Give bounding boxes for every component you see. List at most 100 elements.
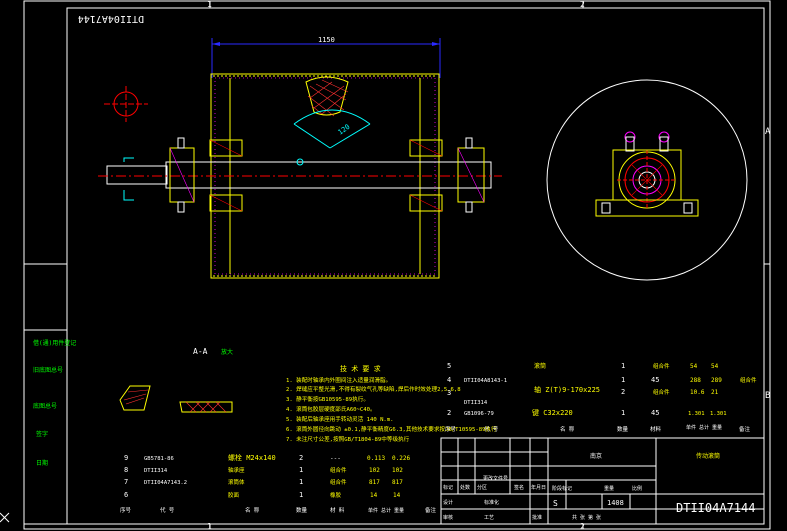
title-block-title: 传动滚筒 <box>696 452 720 460</box>
bom-cell: 橡胶 <box>330 491 342 499</box>
left-sidebar <box>24 329 67 525</box>
title-block-stage: 阶段标记 <box>552 485 572 492</box>
bom-cell: 组合件 <box>740 376 757 384</box>
zone-label-bottom-2: 2 <box>580 522 585 531</box>
bom-cell: 组合件 <box>330 478 347 486</box>
bom-cell: DTII314 <box>144 468 168 474</box>
bom-cell: GB1096-79 <box>464 411 494 417</box>
bom-cell: 胶面 <box>228 491 240 499</box>
bom-cell: 组合件 <box>653 362 670 370</box>
bom-header-cell: 数量 <box>617 425 629 433</box>
bom-cell: 45 <box>651 376 659 384</box>
bom-cell: 2 <box>447 409 451 417</box>
bom-cell: 3 <box>447 389 451 397</box>
bom-cell: 288 <box>690 377 701 384</box>
sidebar-label: 签字 <box>36 430 48 438</box>
inner-border <box>66 7 765 525</box>
bom-lower-rows: 9 GB5781-86 螺栓 M24x140 2 --- 0.113 0.226… <box>124 453 410 499</box>
zone-label-bottom-1: 1 <box>207 522 212 531</box>
title-block-role: 批准 <box>532 514 542 521</box>
zone-label-right-a: A <box>765 127 771 137</box>
bom-cell: 54 <box>690 363 698 370</box>
bom-header-cell: 序号 <box>445 425 457 433</box>
hub-disc-left <box>209 139 243 212</box>
title-block-company: 南京 <box>590 452 602 460</box>
bom-cell: 0.113 <box>367 455 385 462</box>
bom-upper-rows: 5 DTII04A8143-1 滚筒 1 组合件 54 54 4 轴 Z(T)9… <box>447 362 757 417</box>
bom-cell: 14 <box>393 492 401 499</box>
bom-cell: 289 <box>711 377 722 384</box>
bom-cell: 键 C32x220 <box>532 408 573 417</box>
bom-cell: 7 <box>124 478 128 486</box>
bom-cell: --- <box>330 455 341 462</box>
bom-lower-header: 序号 代 号 名 称 数量 材 料 单件 总计 重量 备注 <box>120 506 437 514</box>
bom-cell: 1 <box>299 478 303 486</box>
bom-cell: 6 <box>124 491 128 499</box>
bom-header-cell: 单件 总计 重量 <box>368 507 404 514</box>
tech-req-line: 3. 静平衡按GB10595-89执行。 <box>286 395 369 403</box>
title-block-stage: 重量 <box>604 485 614 492</box>
bom-cell: 102 <box>392 467 403 474</box>
tech-req-line: 7. 未注尺寸公差,按照GB/T1804-89中等级执行 <box>286 435 410 443</box>
title-block-header-cell: 签名 <box>514 484 524 491</box>
bom-header-cell: 材料 <box>650 425 662 433</box>
drawing-number-mirrored: DTII04A7144 <box>78 13 144 24</box>
title-block-header-cell: 更改文件号 <box>483 475 508 482</box>
bom-cell: 21 <box>711 389 719 396</box>
zone-label-right-b: B <box>765 391 770 401</box>
title-block-role: 审核 <box>443 514 453 521</box>
bom-cell: 0.226 <box>392 455 410 462</box>
title-block-stage: 比例 <box>632 485 642 492</box>
bom-cell: 螺栓 M24x140 <box>228 453 276 462</box>
bom-cell: 2 <box>621 388 625 396</box>
bom-header-cell: 材 料 <box>330 506 345 514</box>
shaft <box>98 137 502 213</box>
side-view-drum <box>546 79 748 281</box>
bom-cell: 4 <box>447 376 451 384</box>
lagging-detail <box>293 76 371 149</box>
bom-cell: 滚筒体 <box>228 478 245 486</box>
bom-header-cell: 序号 <box>120 506 132 514</box>
reference-circle <box>104 86 148 122</box>
bom-cell: 10.6 <box>690 389 705 396</box>
tech-req-line: 4. 滚筒包胶层硬度邵氏A60~C40。 <box>286 405 376 413</box>
title-block-sheet: 共 张 第 张 <box>572 514 601 521</box>
bom-cell: 54 <box>711 363 719 370</box>
bom-cell: 817 <box>392 479 403 486</box>
title-block-drawing-number: DTII04A7144 <box>676 501 755 515</box>
title-block-header-cell: 处数 <box>460 484 470 491</box>
title-block-role: 标准化 <box>484 499 499 506</box>
sidebar-label: 借(通)用件登记 <box>33 339 76 347</box>
title-block-header-cell: 标记 <box>443 484 453 491</box>
tech-req-line: 6. 滚筒外圆径向跳动 ±0.1,静平衡精度G6.3,其他技术要求按JB/T10… <box>286 425 497 433</box>
bom-header-cell: 单件 总计 重量 <box>686 424 722 431</box>
title-block <box>440 437 765 525</box>
bom-cell: 14 <box>370 492 378 499</box>
tech-req-line: 5. 装配后轴承座用手转动灵活 140 N.m. <box>286 415 394 423</box>
bom-cell: 1.301 <box>688 411 705 417</box>
bom-cell: 1.301 <box>710 411 727 417</box>
bom-cell: 2 <box>299 454 303 462</box>
tech-req-line: 2. 焊缝应平整光滑,不得有裂纹气孔等缺陷,焊后作时效处理2,5,6,8 <box>286 385 461 393</box>
bom-cell: DTII04A7143.2 <box>144 480 187 486</box>
bom-cell: 1 <box>299 466 303 474</box>
bom-cell: 1 <box>621 409 625 417</box>
section-detail <box>119 385 233 413</box>
bom-header-cell: 代 号 <box>160 506 175 514</box>
bom-cell: DTII314 <box>464 400 488 406</box>
cursor-cross <box>0 512 10 523</box>
tech-req-line: 1. 装配时轴承内外圈间注入适量润滑脂。 <box>286 376 391 384</box>
title-block-header-cell: 年月日 <box>531 484 546 491</box>
bom-cell: 组合件 <box>330 466 347 474</box>
bom-cell: GB5781-86 <box>144 456 174 462</box>
tech-req-title: 技 术 要 求 <box>340 364 381 373</box>
bom-upper-header: 序号 代 号 名 称 数量 材料 单件 总计 重量 备注 <box>445 424 751 433</box>
bom-cell: 1 <box>299 491 303 499</box>
zone-label-top-2: 2 <box>580 0 585 9</box>
bom-cell: 817 <box>369 479 380 486</box>
title-block-scale: S <box>553 499 558 508</box>
sidebar-label: 底图总号 <box>33 402 57 410</box>
bom-cell: 9 <box>124 454 128 462</box>
bom-cell: 滚筒 <box>534 362 546 370</box>
